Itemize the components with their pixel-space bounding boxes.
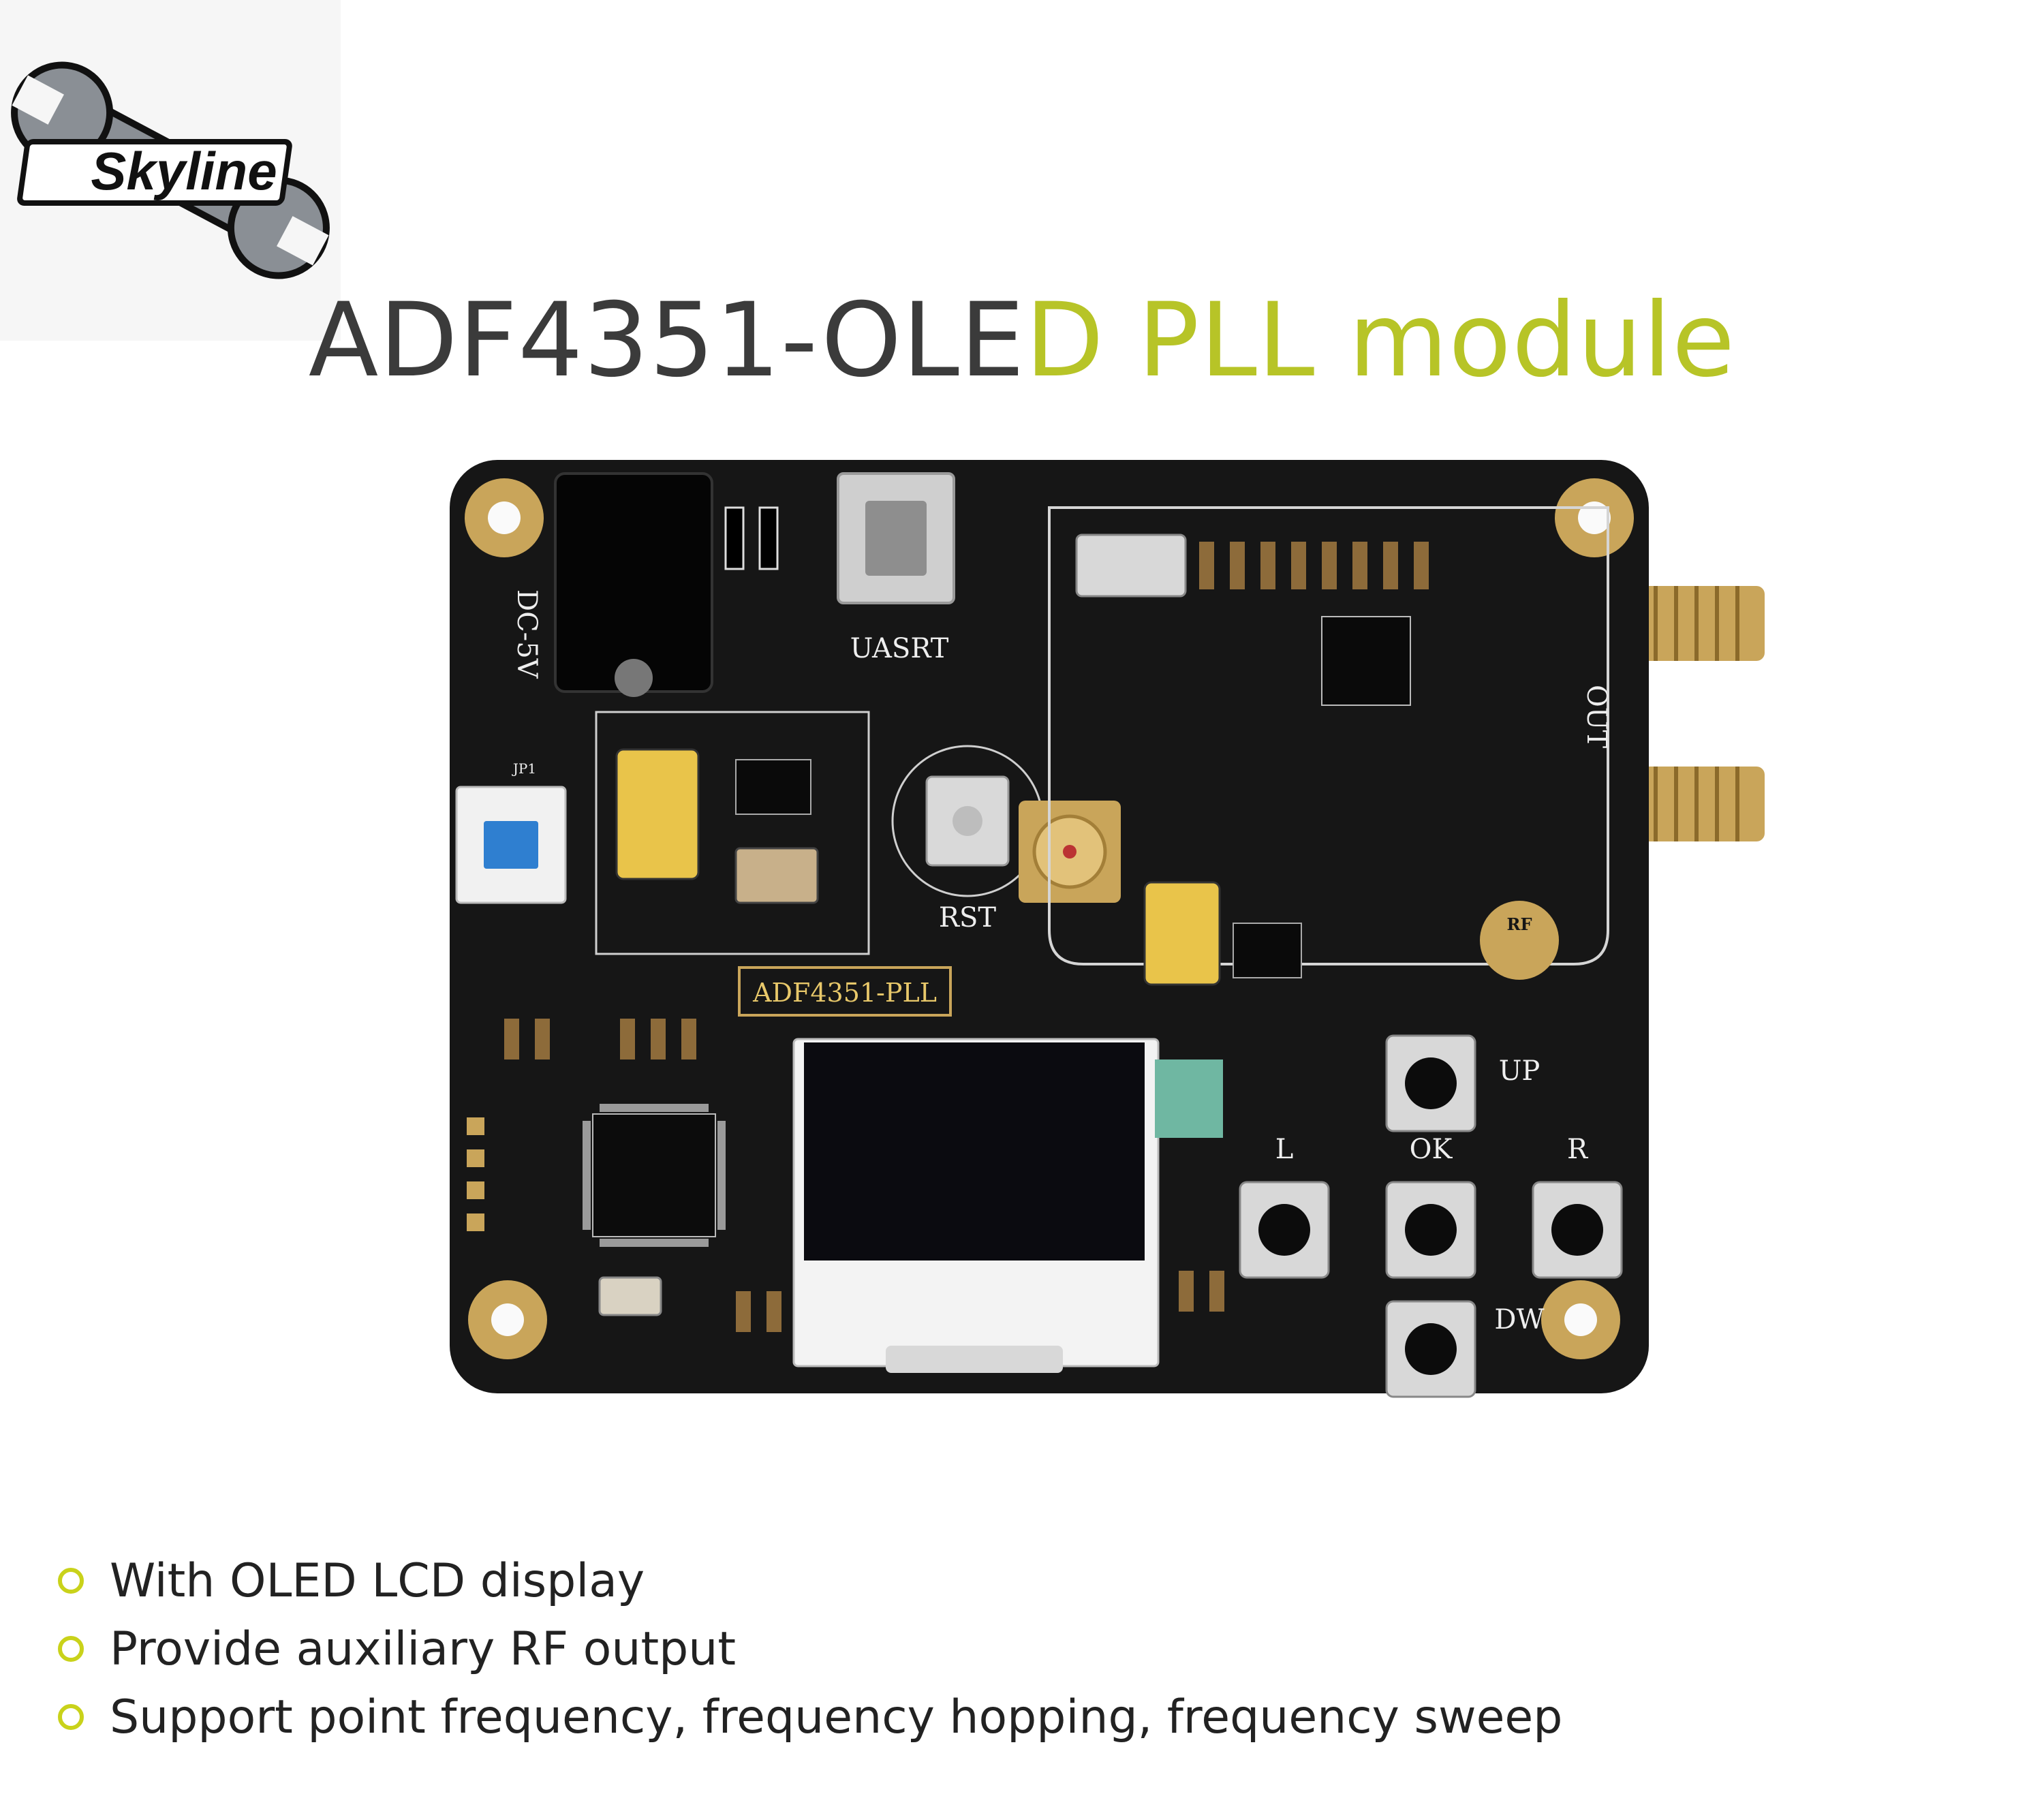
header-pins bbox=[467, 1117, 484, 1231]
feature-item: Support point frequency, frequency hoppi… bbox=[58, 1683, 1562, 1751]
rf-logo-icon: RF bbox=[1480, 901, 1559, 980]
regulator-chip bbox=[735, 759, 811, 815]
feature-text: Provide auxiliary RF output bbox=[110, 1622, 737, 1676]
capacitor-row bbox=[1199, 542, 1429, 589]
feature-text: With OLED LCD display bbox=[110, 1553, 645, 1608]
adf4351-chip bbox=[1321, 616, 1411, 706]
module-label: ADF4351-PLL bbox=[752, 978, 937, 1008]
mounting-hole bbox=[468, 1280, 547, 1359]
mcu-pins bbox=[583, 1104, 726, 1247]
power-label: DC-5V bbox=[511, 589, 542, 679]
usb-label: UASRT bbox=[850, 633, 949, 664]
regulator-chip-2 bbox=[1233, 923, 1302, 978]
rf-badge-text: RF bbox=[1507, 914, 1532, 934]
reset-label: RST bbox=[939, 902, 997, 933]
jumper-label: JP1 bbox=[512, 760, 536, 777]
skyline-logo: Skyline bbox=[0, 0, 341, 341]
crystal bbox=[598, 1276, 662, 1316]
oled-film-tab bbox=[1155, 1060, 1223, 1138]
circle-bullet-icon bbox=[58, 1704, 84, 1730]
feature-text: Support point frequency, frequency hoppi… bbox=[110, 1690, 1563, 1744]
up-button[interactable] bbox=[1385, 1034, 1476, 1132]
title-dark-part: ADF4351-OLE bbox=[308, 281, 1025, 400]
diode-d3 bbox=[758, 506, 779, 570]
left-button-label: L bbox=[1275, 1134, 1294, 1165]
oled-connector bbox=[886, 1346, 1063, 1373]
regulator-area bbox=[595, 711, 870, 955]
module-label-frame bbox=[738, 966, 952, 1017]
left-button[interactable] bbox=[1239, 1181, 1330, 1279]
logo-brand-text: Skyline bbox=[91, 141, 277, 201]
ok-button-label: OK bbox=[1410, 1134, 1453, 1165]
inductor bbox=[734, 847, 819, 904]
ok-button[interactable] bbox=[1385, 1181, 1476, 1279]
oled-screen bbox=[804, 1042, 1145, 1261]
diode-d1 bbox=[724, 506, 745, 570]
feature-list: With OLED LCD display Provide auxiliary … bbox=[58, 1547, 1562, 1751]
tantalum-capacitor bbox=[615, 748, 700, 880]
jumper-knob bbox=[484, 821, 538, 869]
dc-jack-pin bbox=[615, 659, 653, 697]
rf-shield-outline bbox=[1048, 506, 1609, 965]
circle-bullet-icon bbox=[58, 1636, 84, 1662]
down-button-label: DW bbox=[1494, 1304, 1544, 1335]
tantalum-capacitor-2 bbox=[1143, 881, 1221, 986]
mcu-chip bbox=[592, 1113, 716, 1237]
feature-item: Provide auxiliary RF output bbox=[58, 1615, 1562, 1683]
output-label: OUT bbox=[1581, 685, 1612, 749]
pcb-board-photo: DC-5V UASRT JP1 RST bbox=[436, 460, 1765, 1414]
circle-bullet-icon bbox=[58, 1568, 84, 1594]
title-green-part: D PLL module bbox=[1025, 281, 1736, 400]
mounting-hole bbox=[1555, 478, 1634, 557]
passive-components bbox=[504, 1019, 1224, 1332]
down-button[interactable] bbox=[1385, 1300, 1476, 1398]
up-button-label: UP bbox=[1499, 1055, 1540, 1087]
feature-item: With OLED LCD display bbox=[58, 1547, 1562, 1615]
page-title: ADF4351-OLED PLL module bbox=[0, 279, 2044, 402]
right-button-label: R bbox=[1567, 1134, 1589, 1165]
crystal-oscillator bbox=[1075, 533, 1187, 598]
right-button[interactable] bbox=[1532, 1181, 1623, 1279]
mounting-hole bbox=[1541, 1280, 1620, 1359]
mounting-hole bbox=[465, 478, 544, 557]
